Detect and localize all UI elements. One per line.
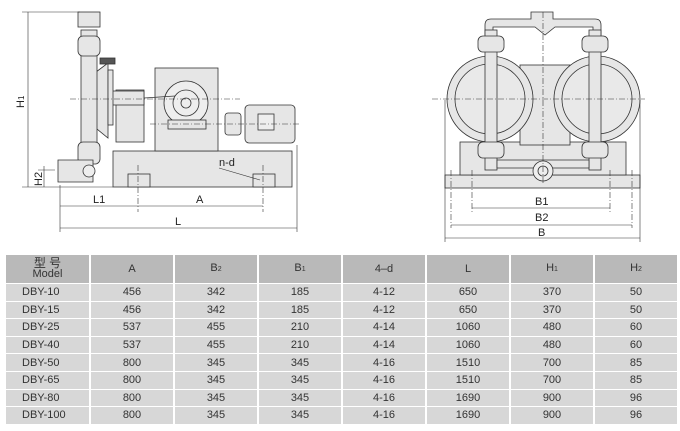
cell-model: DBY-65 — [6, 371, 89, 389]
cell-b1: 345 — [259, 371, 341, 389]
header-b2: B2 — [175, 255, 257, 283]
header-4d: 4–d — [343, 255, 425, 283]
cell-model: DBY-100 — [6, 407, 89, 424]
cell-h2: 85 — [595, 371, 677, 389]
cell-b1: 210 — [259, 336, 341, 354]
front-dimensions — [444, 100, 641, 242]
cell-4d: 4-14 — [343, 336, 425, 354]
cell-l: 1510 — [427, 354, 509, 371]
cell-h2: 85 — [595, 354, 677, 371]
cell-b2: 345 — [175, 407, 257, 424]
side-view — [57, 11, 296, 188]
cell-h1: 900 — [511, 407, 593, 424]
cell-b1: 345 — [259, 389, 341, 407]
cell-4d: 4-16 — [343, 371, 425, 389]
cell-model: DBY-15 — [6, 301, 89, 319]
cell-b1: 185 — [259, 301, 341, 319]
l-label: L — [175, 216, 181, 228]
h1-label: H1 — [15, 95, 27, 108]
cell-4d: 4-16 — [343, 354, 425, 371]
cell-b2: 455 — [175, 319, 257, 336]
cell-h1: 370 — [511, 301, 593, 319]
cell-h2: 60 — [595, 319, 677, 336]
cell-a: 456 — [91, 284, 173, 301]
cell-a: 800 — [91, 354, 173, 371]
cell-4d: 4-16 — [343, 407, 425, 424]
cell-h2: 60 — [595, 336, 677, 354]
cell-l: 650 — [427, 301, 509, 319]
cell-a: 456 — [91, 301, 173, 319]
nd-label: n-d — [219, 157, 235, 169]
b-label: B — [538, 227, 545, 239]
cell-4d: 4-14 — [343, 319, 425, 336]
cell-h1: 480 — [511, 319, 593, 336]
cell-b2: 342 — [175, 284, 257, 301]
cell-b2: 345 — [175, 389, 257, 407]
pump-dimension-drawing: H1 H2 L1 A L n-d B1 B2 B — [15, 11, 645, 242]
cell-model: DBY-10 — [6, 284, 89, 301]
cell-h1: 480 — [511, 336, 593, 354]
header-h1: H1 — [511, 255, 593, 283]
cell-b2: 345 — [175, 371, 257, 389]
header-a: A — [91, 255, 173, 283]
h2-label: H2 — [33, 172, 45, 186]
cell-l: 650 — [427, 284, 509, 301]
header-h2: H2 — [595, 255, 677, 283]
cell-l: 1060 — [427, 336, 509, 354]
cell-h2: 96 — [595, 389, 677, 407]
cell-h2: 96 — [595, 407, 677, 424]
cell-model: DBY-80 — [6, 389, 89, 407]
cell-model: DBY-50 — [6, 354, 89, 371]
inlet-elbow — [57, 159, 94, 183]
cell-a: 800 — [91, 407, 173, 424]
cell-l: 1690 — [427, 389, 509, 407]
cell-h1: 700 — [511, 371, 593, 389]
cell-b2: 345 — [175, 354, 257, 371]
side-dimensions — [22, 11, 298, 232]
cell-l: 1690 — [427, 407, 509, 424]
cell-a: 800 — [91, 371, 173, 389]
cell-b1: 185 — [259, 284, 341, 301]
h1-text: 1 — [17, 95, 26, 100]
cell-b1: 345 — [259, 407, 341, 424]
header-l: L — [427, 255, 509, 283]
cell-model: DBY-25 — [6, 319, 89, 336]
cell-h2: 50 — [595, 284, 677, 301]
cell-4d: 4-12 — [343, 284, 425, 301]
cell-a: 537 — [91, 336, 173, 354]
cell-l: 1510 — [427, 371, 509, 389]
cell-b2: 342 — [175, 301, 257, 319]
front-view — [444, 11, 641, 189]
cell-4d: 4-12 — [343, 301, 425, 319]
cell-h1: 370 — [511, 284, 593, 301]
a-label: A — [196, 194, 204, 206]
cell-4d: 4-16 — [343, 389, 425, 407]
cell-h1: 900 — [511, 389, 593, 407]
cell-l: 1060 — [427, 319, 509, 336]
cell-b1: 345 — [259, 354, 341, 371]
b2-label: B2 — [535, 212, 548, 224]
cell-h1: 700 — [511, 354, 593, 371]
b1-label: B1 — [535, 196, 548, 208]
l1-label: L1 — [93, 194, 105, 206]
cell-b1: 210 — [259, 319, 341, 336]
header-b1: B1 — [259, 255, 341, 283]
cell-a: 537 — [91, 319, 173, 336]
cell-b2: 455 — [175, 336, 257, 354]
cell-h2: 50 — [595, 301, 677, 319]
cell-model: DBY-40 — [6, 336, 89, 354]
cell-a: 800 — [91, 389, 173, 407]
